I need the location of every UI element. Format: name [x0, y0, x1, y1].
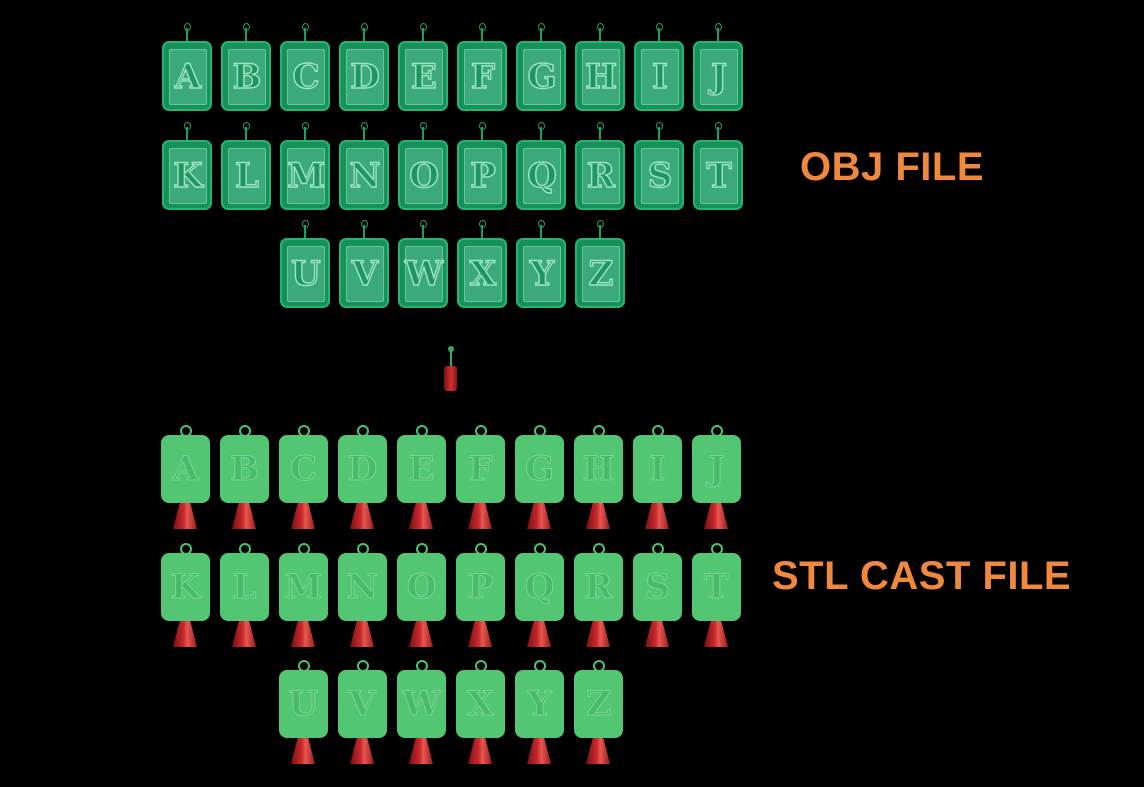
obj-letter: P [470, 155, 497, 196]
obj-letter: Y [529, 253, 555, 294]
stl-letter: T [703, 567, 730, 608]
stl-letter: U [288, 684, 319, 725]
obj-letter: O [408, 155, 439, 196]
stl-letter: O [406, 567, 437, 608]
stl-letter: V [349, 684, 376, 725]
obj-letter: K [173, 155, 204, 196]
obj-letter: Z [588, 253, 614, 294]
obj-letter: V [351, 253, 379, 294]
obj-letter: H [584, 56, 618, 97]
stl-letter: C [289, 449, 318, 490]
stl-letter: L [232, 567, 257, 608]
stl-letter: K [170, 567, 201, 608]
obj-letter: J [710, 56, 728, 97]
stl-cast-file-label: STL CAST FILE [772, 554, 1072, 598]
obj-letter: F [470, 56, 496, 97]
stl-letter: J [708, 449, 725, 490]
stl-letter: W [402, 684, 441, 725]
obj-letter: T [706, 155, 733, 196]
obj-letter: R [586, 155, 616, 196]
obj-letter: B [232, 56, 262, 97]
single-red-sprue-part [443, 346, 459, 394]
stl-letter: I [649, 449, 666, 490]
stl-letter: E [408, 449, 435, 490]
obj-letter: G [527, 56, 557, 97]
stl-letter: A [172, 449, 199, 490]
stl-letter: M [284, 567, 323, 608]
stl-letter: D [347, 449, 378, 490]
obj-letter: Q [526, 155, 557, 196]
obj-letter: D [350, 56, 381, 97]
stl-letter: X [467, 684, 494, 725]
stl-letter: H [582, 449, 615, 490]
obj-letter: X [469, 253, 497, 294]
obj-letter: U [290, 253, 321, 294]
obj-letter: S [647, 155, 673, 196]
obj-letter: A [174, 56, 202, 97]
obj-letter: C [292, 56, 320, 97]
obj-letter: E [410, 56, 437, 97]
obj-letter: L [234, 155, 259, 196]
stl-letter: S [645, 567, 671, 608]
stl-letter: R [584, 567, 613, 608]
stl-letter: B [230, 449, 260, 490]
obj-file-label: OBJ FILE [800, 145, 985, 189]
stl-letter: G [524, 449, 555, 490]
stl-letter: F [468, 449, 493, 490]
stl-letter: N [346, 567, 379, 608]
obj-letter: I [651, 56, 668, 97]
stl-letter: P [467, 567, 494, 608]
obj-letter: M [286, 155, 325, 196]
obj-letter: W [404, 253, 444, 294]
obj-letter: N [349, 155, 381, 196]
stl-letter: Z [586, 684, 612, 725]
stl-letter: Q [524, 567, 555, 608]
stl-letter: Y [527, 684, 552, 725]
